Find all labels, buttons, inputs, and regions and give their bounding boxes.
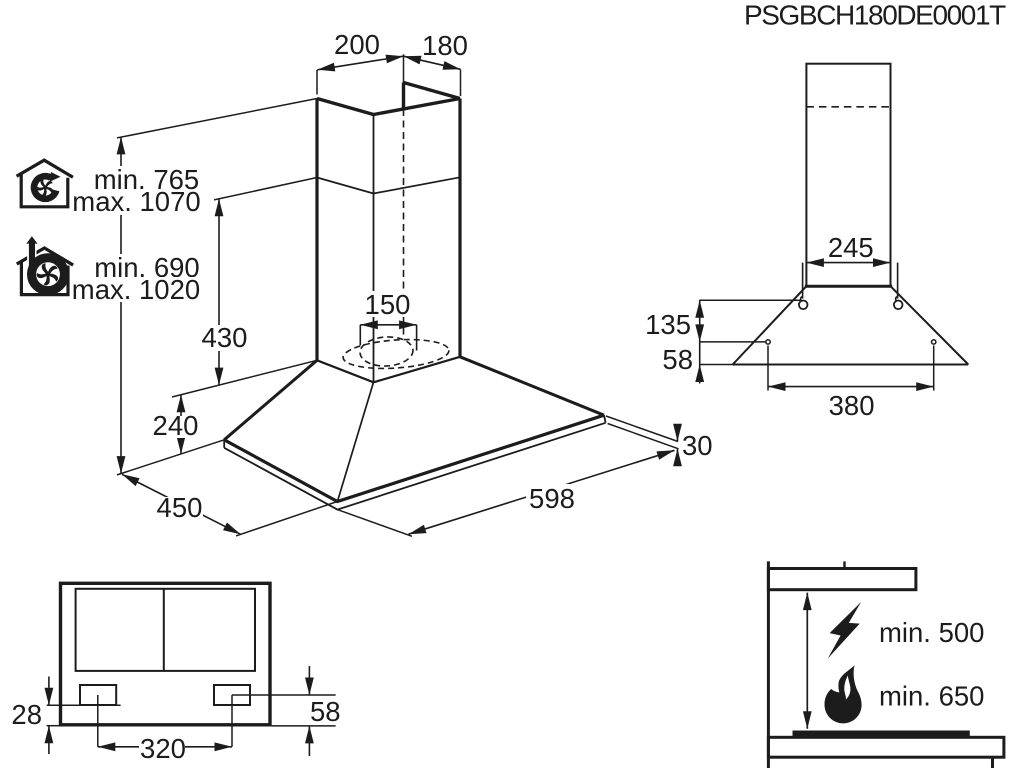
svg-text:245: 245	[828, 232, 874, 263]
svg-text:598: 598	[529, 483, 575, 514]
svg-text:450: 450	[157, 492, 203, 523]
svg-text:PSGBCH180DE0001T: PSGBCH180DE0001T	[744, 0, 1006, 31]
svg-text:max. 1020: max. 1020	[72, 274, 200, 305]
svg-text:200: 200	[334, 29, 380, 60]
svg-text:150: 150	[365, 289, 411, 320]
svg-text:180: 180	[422, 30, 468, 61]
svg-text:320: 320	[140, 733, 186, 764]
svg-text:240: 240	[153, 410, 199, 441]
svg-text:58: 58	[310, 696, 341, 727]
svg-text:135: 135	[645, 309, 691, 340]
svg-text:max. 1070: max. 1070	[72, 186, 200, 217]
svg-text:min. 765: min. 765	[94, 164, 199, 195]
svg-text:28: 28	[11, 699, 42, 730]
svg-text:380: 380	[829, 390, 875, 421]
svg-text:30: 30	[682, 430, 713, 461]
svg-text:min. 650: min. 650	[879, 681, 984, 712]
svg-text:min. 500: min. 500	[879, 617, 984, 648]
svg-text:430: 430	[202, 322, 248, 353]
svg-text:58: 58	[662, 344, 693, 375]
